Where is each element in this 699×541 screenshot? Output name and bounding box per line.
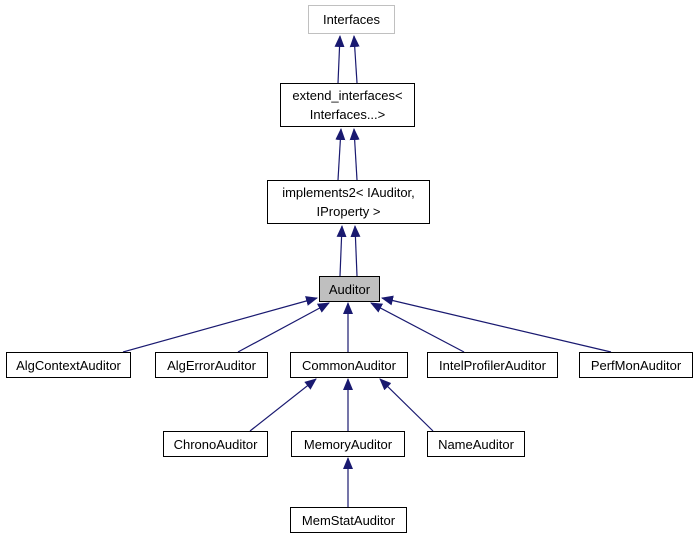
- node-chronoauditor-label: ChronoAuditor: [173, 436, 258, 452]
- node-auditor-label: Auditor: [328, 281, 371, 297]
- node-implements2[interactable]: implements2< IAuditor, IProperty >: [267, 180, 430, 224]
- edge-name-to-common: [379, 378, 434, 432]
- node-algcontextauditor-label: AlgContextAuditor: [16, 357, 121, 373]
- node-intelprofilerauditor-label: IntelProfilerAuditor: [439, 357, 546, 373]
- node-extend-interfaces-label-line2: Interfaces...>: [309, 107, 386, 122]
- node-memstatauditor[interactable]: MemStatAuditor: [290, 507, 407, 533]
- node-algcontextauditor[interactable]: AlgContextAuditor: [6, 352, 131, 378]
- node-algerrorauditor[interactable]: AlgErrorAuditor: [155, 352, 268, 378]
- node-implements2-label-line1: implements2< IAuditor,: [282, 185, 415, 200]
- node-intelprofilerauditor[interactable]: IntelProfilerAuditor: [427, 352, 558, 378]
- node-nameauditor-label: NameAuditor: [438, 436, 514, 452]
- edge-implements2-to-extend: [335, 128, 360, 181]
- node-extend-interfaces[interactable]: extend_interfaces< Interfaces...>: [280, 83, 415, 127]
- node-perfmonauditor[interactable]: PerfMonAuditor: [579, 352, 693, 378]
- node-nameauditor[interactable]: NameAuditor: [427, 431, 525, 457]
- edge-auditor-to-implements2: [336, 225, 361, 277]
- node-extend-interfaces-label-line1: extend_interfaces<: [292, 88, 403, 103]
- node-interfaces-label: Interfaces: [322, 12, 381, 27]
- edge-extend-to-interfaces: [334, 35, 360, 84]
- node-perfmonauditor-label: PerfMonAuditor: [590, 357, 682, 373]
- node-commonauditor[interactable]: CommonAuditor: [290, 352, 408, 378]
- node-memoryauditor[interactable]: MemoryAuditor: [291, 431, 405, 457]
- node-commonauditor-label: CommonAuditor: [302, 357, 396, 373]
- edge-perfmon-to-auditor: [381, 295, 612, 353]
- edge-algcontext-to-auditor: [122, 296, 318, 353]
- node-memstatauditor-label: MemStatAuditor: [301, 512, 396, 528]
- node-auditor: Auditor: [319, 276, 380, 302]
- node-implements2-label-line2: IProperty >: [316, 204, 381, 219]
- node-memoryauditor-label: MemoryAuditor: [303, 436, 393, 452]
- edge-intelprofiler-to-auditor: [370, 302, 465, 353]
- node-chronoauditor[interactable]: ChronoAuditor: [163, 431, 268, 457]
- edge-algerror-to-auditor: [237, 302, 330, 353]
- node-algerrorauditor-label: AlgErrorAuditor: [167, 357, 256, 373]
- node-interfaces: Interfaces: [308, 5, 395, 34]
- edge-chrono-to-common: [249, 378, 317, 432]
